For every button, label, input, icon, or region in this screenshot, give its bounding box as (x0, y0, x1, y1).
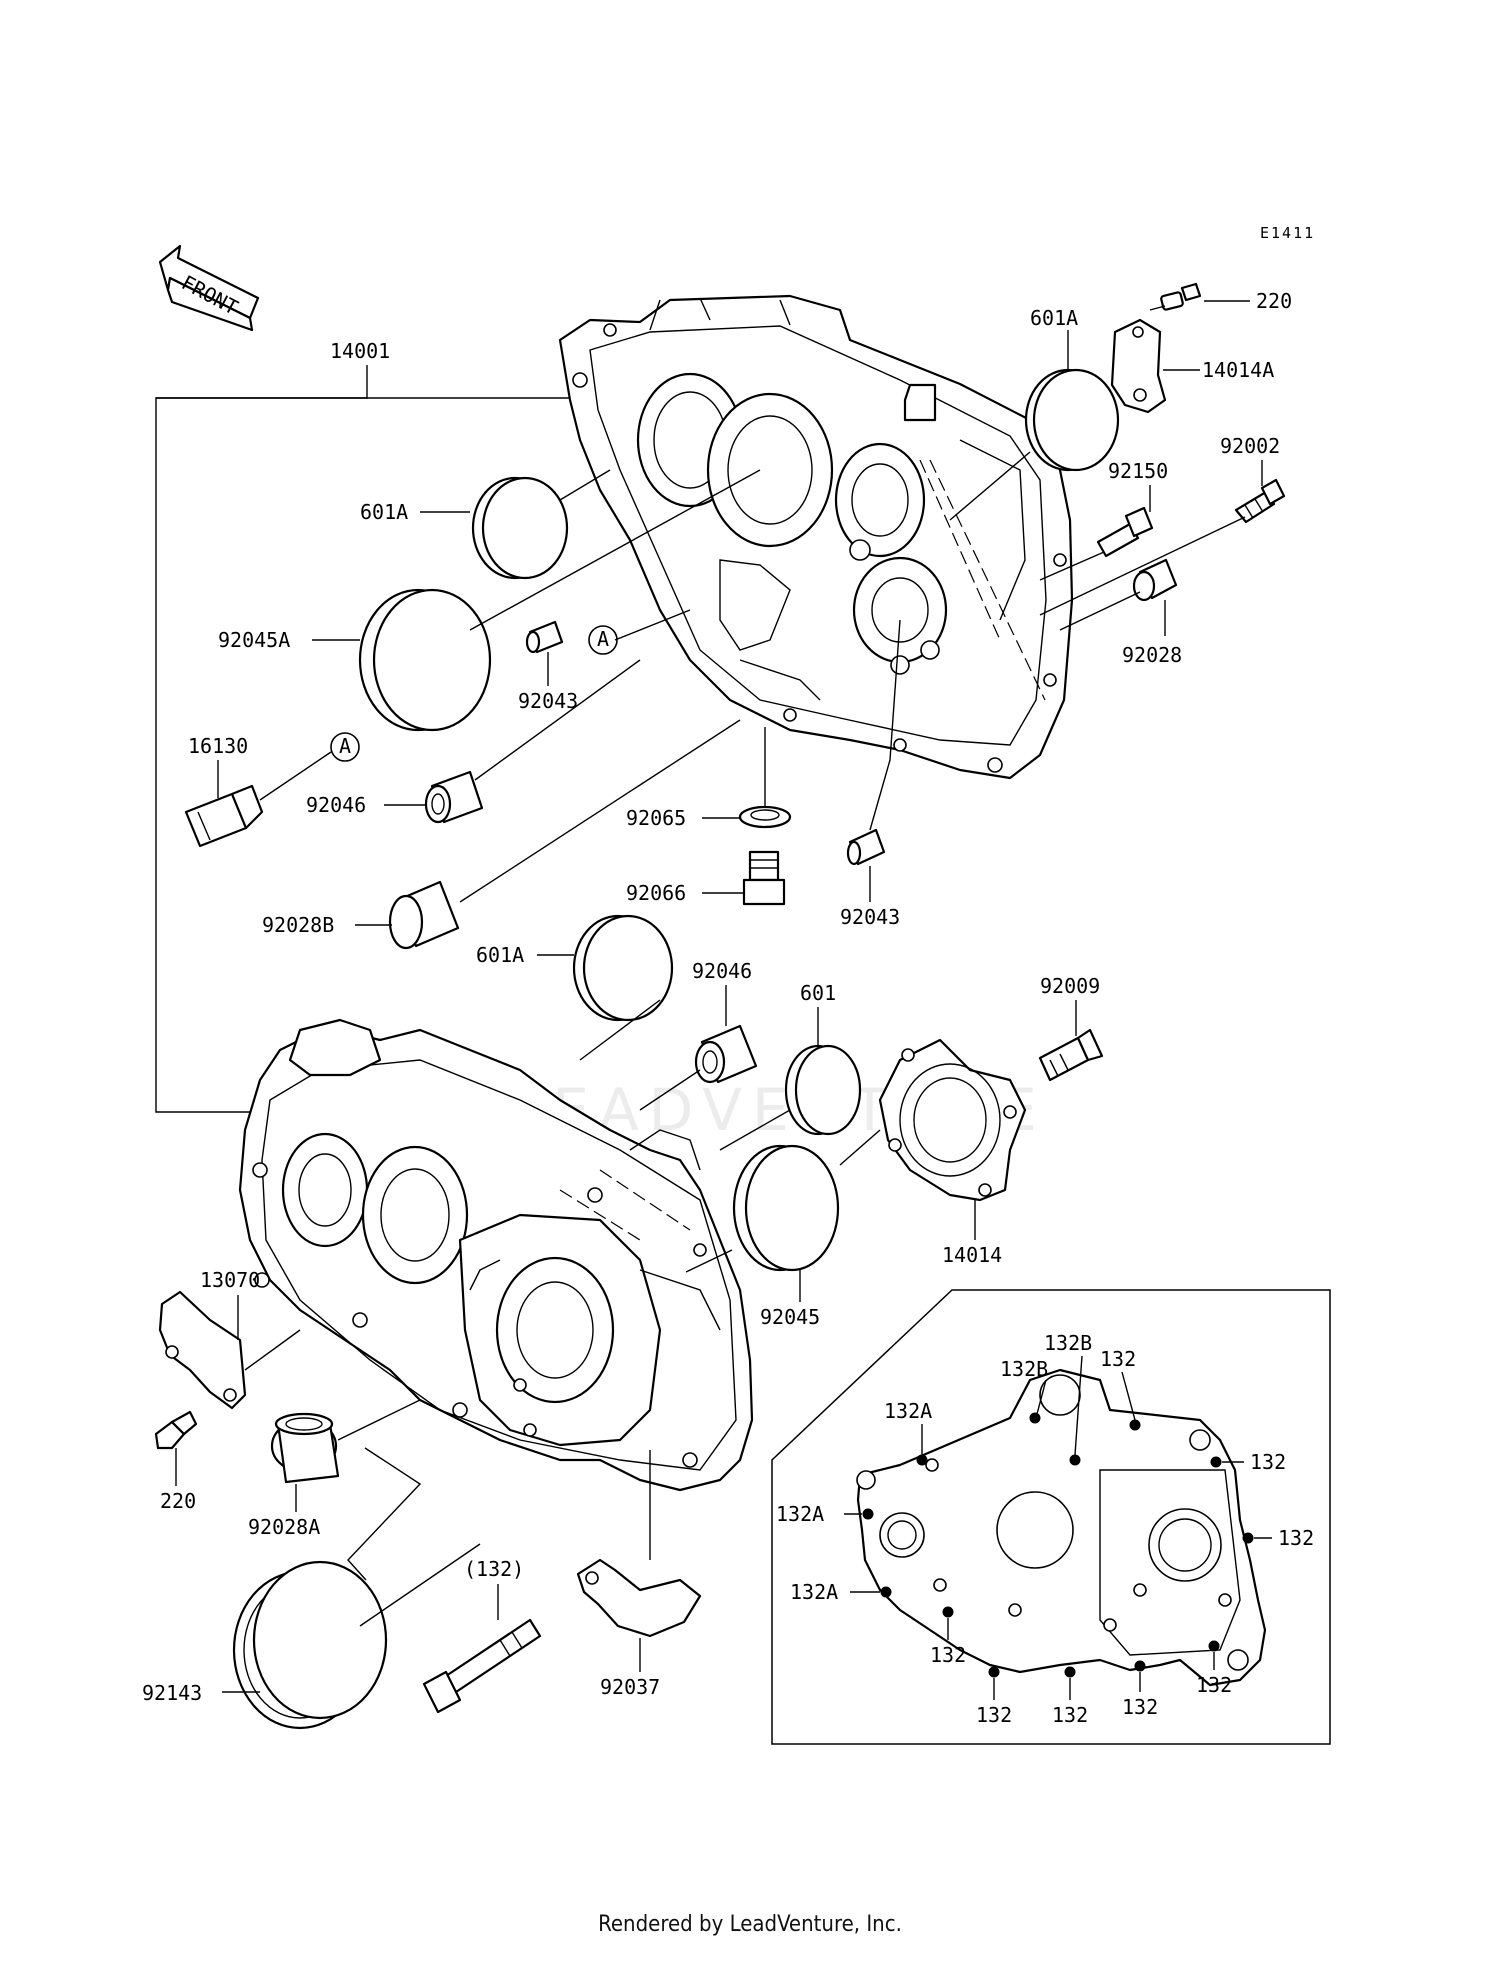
stud-92002 (1234, 478, 1286, 524)
bearing-601A-mid (572, 914, 674, 1022)
plate-14014 (878, 1038, 1027, 1202)
svg-text:A: A (597, 627, 609, 651)
bolt-92066 (742, 850, 786, 906)
inset-callout-132A-b: 132A (776, 1502, 824, 1526)
callout-13070: 13070 (200, 1268, 260, 1292)
callout-92037: 92037 (600, 1675, 660, 1699)
callout-92046-left: 92046 (306, 793, 366, 817)
callout-601: 601 (800, 981, 836, 1005)
inset-callout-132-h: 132 (1196, 1673, 1232, 1697)
callout-92043-left: 92043 (518, 689, 578, 713)
inset-callout-132A-c: 132A (790, 1580, 838, 1604)
callout-92028: 92028 (1122, 643, 1182, 667)
plug-92150 (1096, 506, 1154, 558)
callout-92143: 92143 (142, 1681, 202, 1705)
bearing-601A-top-right (1024, 368, 1120, 472)
inset-callout-132B-a: 132B (1044, 1331, 1092, 1355)
washer-92065 (738, 805, 792, 829)
ring-92143 (232, 1560, 388, 1730)
callout-92028A: 92028A (248, 1515, 320, 1539)
bolt-220-top (1149, 282, 1202, 311)
bearing-601 (784, 1044, 862, 1136)
callout-92028B: 92028B (262, 913, 334, 937)
collar-92046-mid (694, 1024, 758, 1084)
callout-92043-right: 92043 (840, 905, 900, 929)
clamp-92037 (576, 1558, 702, 1638)
callout-92066: 92066 (626, 881, 686, 905)
guide-dash-3 (599, 1169, 691, 1231)
callout-220-bottom: 220 (160, 1489, 196, 1513)
guide-dash-2 (929, 459, 1046, 701)
callout-132-paren: (132) (464, 1557, 524, 1581)
callout-220-top: 220 (1256, 289, 1292, 313)
upper-crankcase-half (558, 294, 1074, 780)
inset-callout-132-e: 132 (976, 1703, 1012, 1727)
callout-14014A: 14014A (1202, 358, 1274, 382)
callout-92046-mid: 92046 (692, 959, 752, 983)
footer-credit: Rendered by LeadVenture, Inc. (598, 1912, 902, 1937)
dowel-92043-right (846, 828, 886, 866)
fitting-16130 (184, 784, 264, 848)
diagram-code: E1411 (1260, 224, 1315, 242)
svg-text:A: A (339, 734, 351, 758)
inset-callout-132-f: 132 (1052, 1703, 1088, 1727)
callout-14001: 14001 (330, 339, 390, 363)
callout-601A-top-right: 601A (1030, 306, 1078, 330)
callout-16130: 16130 (188, 734, 248, 758)
callout-92045: 92045 (760, 1305, 820, 1329)
cap-92028B (388, 880, 460, 950)
screw-92009 (1038, 1028, 1104, 1082)
leader-lines (175, 300, 1263, 1693)
inset-frame (771, 1289, 1331, 1745)
guide-13070 (158, 1290, 247, 1410)
collar-92046-left (424, 770, 484, 824)
callout-92009: 92009 (1040, 974, 1100, 998)
cap-92028A (270, 1412, 340, 1484)
inset-callout-132B-b: 132B (1000, 1357, 1048, 1381)
bolt-132-loose (422, 1618, 542, 1714)
callout-92002: 92002 (1220, 434, 1280, 458)
callout-92045A: 92045A (218, 628, 290, 652)
inset-callout-132A-a: 132A (884, 1399, 932, 1423)
ref-marker-A-mid: A (588, 625, 618, 655)
bearing-92045 (732, 1144, 840, 1272)
bolt-220-bottom (154, 1410, 198, 1450)
dowel-92043-left (525, 620, 564, 654)
inset-callout-132-c: 132 (1278, 1526, 1314, 1550)
callout-601A-top-left: 601A (360, 500, 408, 524)
bearing-601A-top-left (471, 476, 569, 580)
cap-92028 (1132, 558, 1178, 602)
bearing-92045A (358, 588, 492, 732)
inset-callout-132-b: 132 (1250, 1450, 1286, 1474)
front-arrow-icon: FRONT (158, 244, 260, 332)
inset-callout-132-a: 132 (1100, 1347, 1136, 1371)
callout-14014: 14014 (942, 1243, 1002, 1267)
callout-601A-mid: 601A (476, 943, 524, 967)
guide-dash-4 (559, 1189, 641, 1241)
callout-92065: 92065 (626, 806, 686, 830)
ref-marker-A-left: A (330, 732, 360, 762)
inset-callout-132-g: 132 (1122, 1695, 1158, 1719)
guide-dash-1 (919, 459, 1001, 641)
lower-crankcase-half (238, 1018, 754, 1492)
callout-92150: 92150 (1108, 459, 1168, 483)
inset-callout-132-d: 132 (930, 1643, 966, 1667)
bracket-14014A (1110, 318, 1167, 414)
inset-bolt-locations: 132B 132B 132 132A 132 132A 132 132A 132… (771, 1289, 1331, 1745)
